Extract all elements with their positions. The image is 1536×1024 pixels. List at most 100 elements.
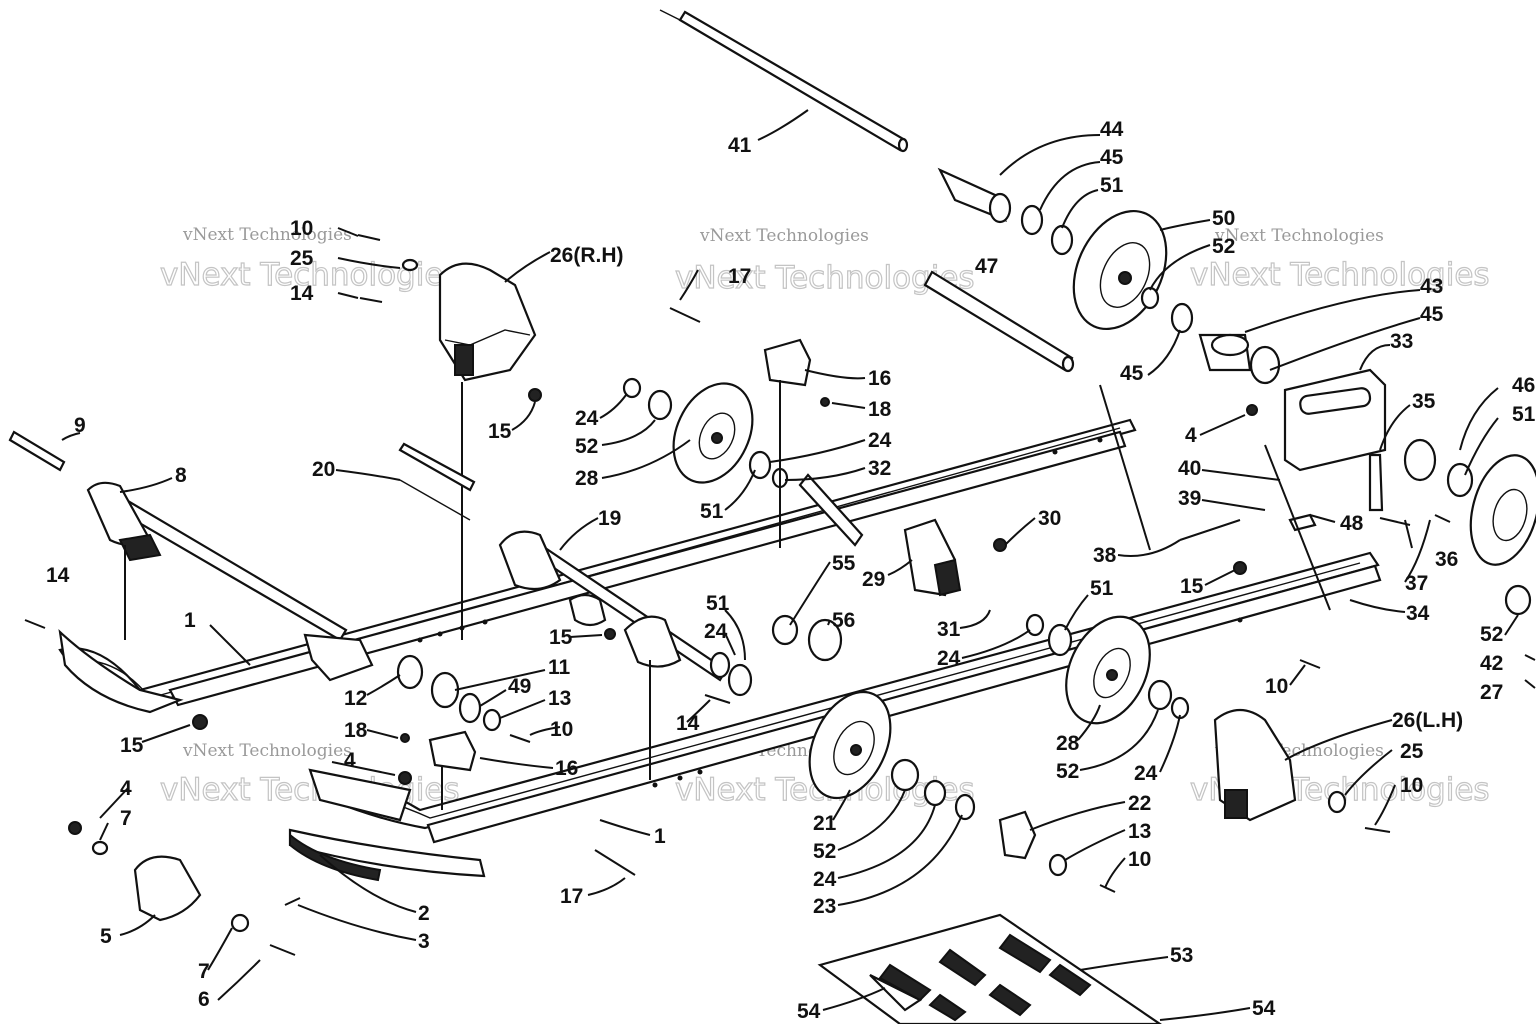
callout-14: 14 [46, 564, 70, 587]
callout-10: 10 [1400, 774, 1423, 797]
callout-9: 9 [74, 414, 86, 437]
callout-2: 2 [418, 902, 430, 925]
callout-labels: 41 44 45 51 50 52 47 43 45 45 33 46 51 3… [46, 118, 1536, 1023]
callout-50: 50 [1212, 207, 1235, 230]
block-16-top [763, 338, 812, 387]
callout-37: 37 [1405, 572, 1428, 595]
callout-54: 54 [797, 1000, 821, 1023]
callout-17: 17 [728, 265, 751, 288]
callout-4: 4 [344, 749, 356, 772]
bracket-29 [903, 518, 962, 597]
callout-15: 15 [488, 420, 512, 443]
callout-34: 34 [1406, 602, 1430, 625]
hyfax-wear-strip [288, 768, 486, 882]
callout-17: 17 [560, 885, 583, 908]
callout-51: 51 [700, 500, 724, 523]
callout-10: 10 [290, 217, 313, 240]
callout-24: 24 [704, 620, 728, 643]
callout-3: 3 [418, 930, 430, 953]
callout-20: 20 [312, 458, 335, 481]
callout-26-rh: 26(R.H) [550, 244, 624, 267]
watermark-large: vNext Technologies [1190, 257, 1490, 293]
callout-45: 45 [1420, 303, 1444, 326]
callout-7: 7 [120, 807, 132, 830]
watermark-small: vNext Technologies [182, 225, 352, 245]
callout-39: 39 [1178, 487, 1201, 510]
center-shaft-assembly [399, 479, 728, 682]
callout-43: 43 [1420, 275, 1443, 298]
callout-32: 32 [868, 457, 891, 480]
callout-21: 21 [813, 812, 837, 835]
watermark-small: vNext Technologies [182, 741, 352, 761]
block-16-bottom [428, 730, 477, 772]
callout-28: 28 [575, 467, 599, 490]
idler-wheel-28-top [672, 382, 754, 484]
callout-23: 23 [813, 895, 836, 918]
callout-7: 7 [198, 960, 210, 983]
callout-38: 38 [1093, 544, 1117, 567]
callout-16: 16 [555, 757, 578, 780]
callout-5: 5 [100, 925, 112, 948]
callout-18: 18 [344, 719, 368, 742]
callout-12: 12 [344, 687, 367, 710]
spacer-32 [798, 473, 864, 547]
track-section [817, 913, 1162, 1024]
callout-13: 13 [1128, 820, 1151, 843]
callout-24: 24 [868, 429, 892, 452]
callout-22: 22 [1128, 792, 1151, 815]
callout-10: 10 [1265, 675, 1288, 698]
callout-25: 25 [290, 247, 314, 270]
callout-52: 52 [1056, 760, 1079, 783]
end-cap-5 [133, 855, 202, 922]
callout-25: 25 [1400, 740, 1424, 763]
callout-48: 48 [1340, 512, 1364, 535]
callout-51: 51 [1090, 577, 1114, 600]
callout-49: 49 [508, 675, 531, 698]
callout-45: 45 [1120, 362, 1144, 385]
slide-rail-holes [417, 437, 1243, 788]
callout-53: 53 [1170, 944, 1193, 967]
spacer-tube-43 [1198, 333, 1252, 372]
callout-36: 36 [1435, 548, 1458, 571]
callout-56: 56 [832, 609, 855, 632]
watermark-small: vNext Technologies [1214, 226, 1384, 246]
callout-1: 1 [184, 609, 196, 632]
front-shaft-assembly [8, 430, 374, 714]
callout-24: 24 [813, 868, 837, 891]
callout-15: 15 [1180, 575, 1204, 598]
axle-47 [923, 270, 1075, 373]
watermark-large: vNext Technologies [160, 772, 460, 808]
callout-46: 46 [1512, 374, 1535, 397]
pin-20 [398, 442, 476, 492]
spacer-tube-44 [937, 167, 1012, 224]
callout-45: 45 [1100, 146, 1124, 169]
callout-19: 19 [598, 507, 621, 530]
arm-bracket-lh [1213, 708, 1297, 822]
callout-28: 28 [1056, 732, 1080, 755]
callout-8: 8 [175, 464, 187, 487]
callout-42: 42 [1480, 652, 1503, 675]
callout-14: 14 [676, 712, 700, 735]
callout-31: 31 [937, 618, 961, 641]
callout-33: 33 [1390, 330, 1413, 353]
watermark-large: vNext Technologies [675, 260, 975, 296]
callout-18: 18 [868, 398, 892, 421]
idler-wheel-46 [1469, 454, 1536, 566]
callout-51: 51 [1512, 403, 1536, 426]
rear-axle-41 [659, 9, 909, 153]
rear-plate-33 [1283, 368, 1387, 472]
callout-41: 41 [728, 134, 752, 157]
callout-27: 27 [1480, 681, 1503, 704]
callout-54: 54 [1252, 997, 1276, 1020]
callout-29: 29 [862, 568, 885, 591]
watermark-small: vNext Technologies [699, 226, 869, 246]
callout-47: 47 [975, 255, 998, 278]
callout-15: 15 [549, 626, 573, 649]
callout-11: 11 [548, 656, 571, 679]
callout-51: 51 [706, 592, 730, 615]
idler-wheel-28-bottom [1065, 615, 1151, 725]
callout-1: 1 [654, 825, 666, 848]
callout-24: 24 [1134, 762, 1158, 785]
callout-14: 14 [290, 282, 314, 305]
